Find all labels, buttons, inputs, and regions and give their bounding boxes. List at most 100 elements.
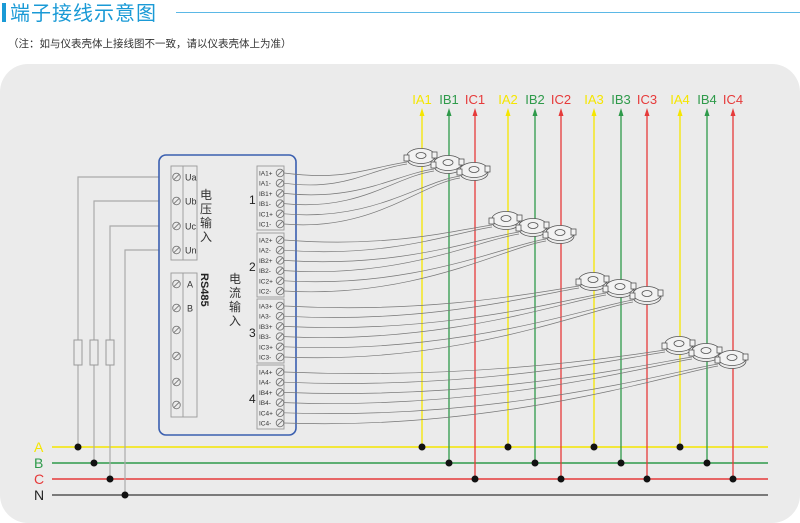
ct-tab-left — [515, 224, 522, 232]
screw-slot — [277, 190, 283, 197]
screw-circle — [275, 256, 285, 265]
current-transformer-icon — [456, 162, 491, 181]
screw-circle — [275, 189, 285, 198]
ct-label-ic3: IC3 — [637, 92, 657, 107]
ct-body-top — [545, 225, 575, 241]
arrow-up-icon — [532, 108, 538, 116]
ct-hole — [527, 222, 539, 229]
screw-terminal-icon — [275, 388, 285, 397]
screw-circle — [275, 178, 285, 188]
terminal-label: IC1+ — [259, 211, 273, 218]
ct-hole — [587, 276, 599, 283]
ct-wire — [283, 356, 693, 394]
screw-slot — [277, 277, 283, 284]
ct-wire — [283, 170, 435, 206]
terminal-label: IC1- — [259, 222, 271, 229]
screw-terminal-icon — [172, 245, 181, 255]
ct-wire — [283, 351, 666, 384]
ct-body-top — [632, 286, 662, 302]
screw-terminal-icon — [275, 342, 285, 352]
current-transformer-icon — [515, 218, 550, 237]
ct-body-top — [491, 211, 521, 227]
voltage-input-label: 入 — [200, 230, 212, 244]
current-input-label: 入 — [229, 314, 241, 328]
ct-hole — [614, 283, 626, 290]
ct-hole — [673, 340, 685, 347]
screw-terminal-icon — [275, 189, 285, 198]
current-terminal-block — [256, 364, 285, 430]
screw-terminal-icon — [275, 286, 285, 296]
screw-slot — [277, 247, 283, 254]
ct-hole — [700, 347, 712, 354]
screw-terminal-icon — [275, 209, 285, 219]
screw-terminal-icon — [275, 377, 285, 387]
group-number-4: 4 — [249, 392, 256, 406]
arrow-up-icon — [618, 108, 624, 116]
screw-circle — [275, 276, 285, 286]
voltage-wire — [93, 200, 171, 463]
rs485-label-a: A — [187, 280, 193, 290]
current-terminal-block — [256, 165, 285, 231]
junction-dot — [74, 443, 82, 451]
ct-label-ia2: IA2 — [498, 92, 518, 107]
screw-circle — [275, 286, 285, 296]
voltage-wire — [109, 225, 171, 479]
screw-circle — [172, 279, 181, 289]
wiring-note: （注：如与仪表壳体上接线图不一致，请以仪表壳体上为准） — [8, 38, 292, 50]
terminal-label-ua: Ua — [185, 173, 197, 183]
junction-dot — [643, 475, 651, 483]
ct-body-top — [433, 155, 463, 171]
arrow-up-icon — [704, 108, 710, 116]
screw-circle — [275, 168, 285, 178]
screw-terminal-icon — [275, 219, 285, 229]
ct-tab-left — [542, 231, 549, 239]
ct-hole — [415, 152, 427, 159]
screw-slot — [277, 369, 283, 375]
junction-dot — [617, 459, 625, 467]
ct-tab-left — [661, 342, 668, 350]
screw-terminal-icon — [275, 408, 285, 418]
ct-tab-left — [456, 168, 463, 176]
terminal-label: IC2+ — [259, 278, 273, 285]
ct-wire — [283, 292, 607, 328]
ct-wire — [283, 285, 580, 309]
screw-slot — [277, 237, 283, 243]
ct-hole — [554, 229, 566, 236]
screw-slot — [173, 223, 180, 229]
screw-terminal-icon — [275, 398, 285, 407]
ct-tab-right — [458, 158, 465, 166]
ct-tab-right — [742, 353, 749, 361]
terminal-label: IA4- — [259, 380, 271, 387]
ct-wire — [283, 161, 408, 176]
title-accent-bar — [2, 3, 6, 22]
ct-tab-right — [431, 151, 438, 159]
screw-circle — [275, 322, 285, 331]
screw-terminal-icon — [172, 279, 181, 289]
rs485-title: RS485 — [198, 273, 210, 307]
terminal-label: IC4+ — [259, 410, 273, 417]
terminal-label: IB1+ — [259, 191, 273, 198]
current-transformer-icon — [688, 343, 723, 362]
page-title: 端子接线示意图 — [10, 1, 157, 25]
terminal-label-un: Un — [185, 246, 197, 256]
screw-slot — [277, 303, 283, 309]
ct-wire — [283, 294, 607, 338]
screw-terminal-icon — [172, 400, 181, 410]
rs485-label-b: B — [187, 304, 193, 314]
ct-wire — [283, 287, 580, 318]
ct-body-top — [459, 162, 489, 178]
current-transformer-icon — [714, 350, 749, 369]
screw-circle — [275, 311, 285, 321]
screw-slot — [277, 354, 283, 360]
terminal-label: IA3+ — [259, 304, 273, 311]
arrow-up-icon — [505, 108, 511, 116]
screw-terminal-icon — [275, 235, 285, 245]
ct-label-ia3: IA3 — [584, 92, 604, 107]
meter-device-body — [158, 154, 297, 436]
ct-tab-left — [430, 161, 437, 169]
junction-dot — [590, 443, 598, 451]
ct-hole — [468, 166, 480, 173]
screw-terminal-icon — [172, 196, 181, 206]
screw-slot — [277, 343, 283, 350]
junction-dot — [557, 475, 565, 483]
